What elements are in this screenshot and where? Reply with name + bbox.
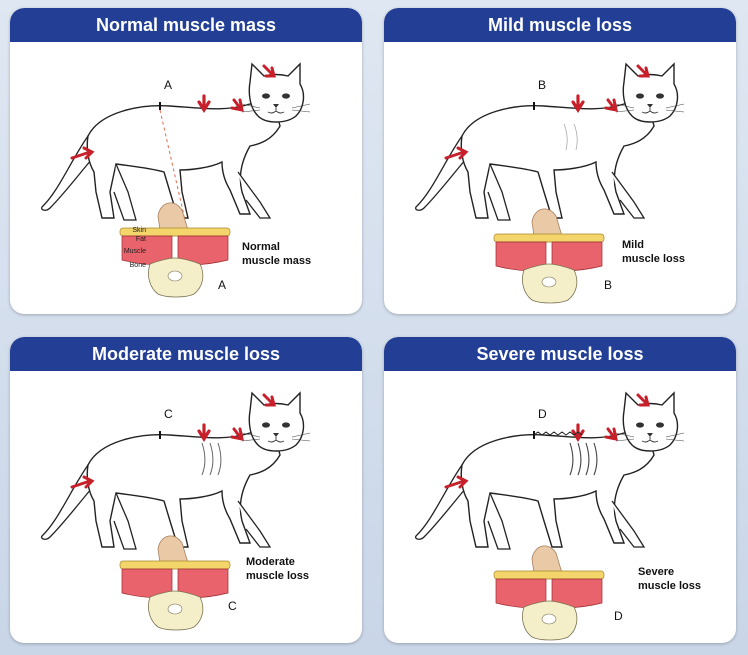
section-letter: A: [218, 278, 227, 292]
marker-label: A: [164, 78, 173, 92]
marker-label: C: [164, 407, 173, 421]
cat-illustration: [40, 62, 312, 298]
section-letter: B: [604, 278, 613, 292]
panel-title: Normal muscle mass: [10, 8, 362, 42]
layer-label-bone: Bone: [129, 262, 146, 269]
panel-title: Moderate muscle loss: [10, 337, 362, 371]
panel-severe-muscle-loss: Severe muscle loss D Severe muscle loss …: [384, 337, 736, 643]
panel-mild-muscle-loss: Mild muscle loss B Mild muscle loss B: [384, 8, 736, 314]
cat-illustration: [40, 391, 312, 631]
layer-label-skin: Skin: [132, 227, 146, 234]
section-line-1: Mild: [622, 239, 644, 251]
section-line-2: muscle mass: [242, 255, 312, 267]
section-caption: Severe muscle loss: [638, 565, 701, 593]
layer-label-fat: Fat: [135, 236, 146, 243]
panel-title: Severe muscle loss: [384, 337, 736, 371]
section-line-2: muscle loss: [246, 570, 309, 582]
section-letter: C: [228, 599, 237, 613]
cat-illustration: [414, 62, 686, 304]
section-caption: Mild muscle loss: [622, 238, 685, 266]
section-caption: Normal muscle mass: [242, 240, 311, 268]
section-line-2: muscle loss: [638, 580, 701, 592]
panel-normal-muscle-mass: Normal muscle mass A Skin Fat Muscle Bon…: [10, 8, 362, 314]
section-line-1: Severe: [638, 566, 675, 578]
section-line-2: muscle loss: [622, 253, 685, 265]
section-line-1: Moderate: [246, 556, 295, 568]
section-letter: D: [614, 609, 623, 623]
marker-label: B: [538, 78, 547, 92]
section-caption: Moderate muscle loss: [246, 555, 309, 583]
cat-illustration: [414, 391, 686, 641]
section-line-1: Normal: [242, 241, 280, 253]
marker-label: D: [538, 407, 547, 421]
layer-label-muscle: Muscle: [123, 248, 146, 255]
panel-moderate-muscle-loss: Moderate muscle loss C Moderate muscle l…: [10, 337, 362, 643]
panel-title: Mild muscle loss: [384, 8, 736, 42]
